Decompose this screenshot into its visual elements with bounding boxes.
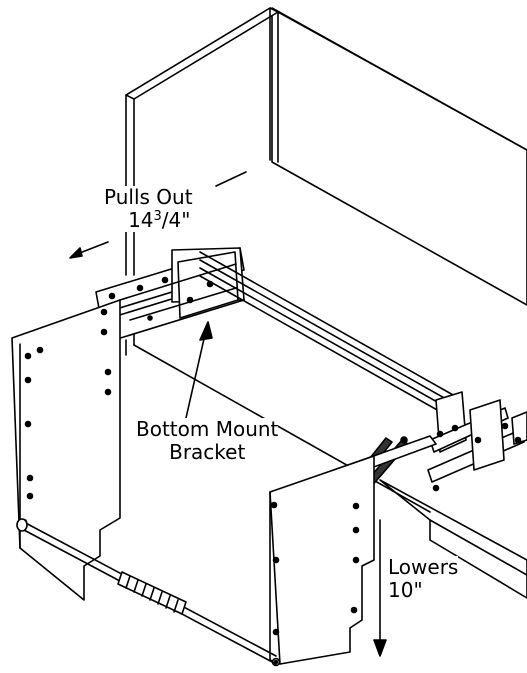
pulls-out-dimension: 143/4" <box>104 209 193 232</box>
rear-lift-mechanism <box>427 391 527 492</box>
bottom-mount-bracket-label: Bottom Mount Bracket <box>136 417 279 464</box>
pulls-out-numerator: 3 <box>153 209 162 224</box>
pulls-out-denominator: /4" <box>161 208 191 232</box>
pulls-out-text: Pulls Out <box>104 185 193 209</box>
basket-right-panel <box>269 455 375 667</box>
lowers-label-line2: 10" <box>388 578 423 602</box>
pulls-out-arrow <box>69 171 247 259</box>
lowers-label: Lowers 10" <box>388 555 459 602</box>
pulls-out-whole: 14 <box>128 208 154 232</box>
bracket-label-line1: Bottom Mount <box>136 417 279 441</box>
lowers-label-line1: Lowers <box>388 555 459 579</box>
basket-left-panel <box>11 299 121 601</box>
cross-rods <box>199 251 463 425</box>
bracket-pointer-arrow <box>185 321 213 419</box>
bracket-label-line2: Bracket <box>169 440 246 464</box>
lowers-arrow <box>373 519 387 657</box>
basket-handle-bar <box>16 518 277 665</box>
pulls-out-label: Pulls Out 143/4" <box>104 186 193 232</box>
